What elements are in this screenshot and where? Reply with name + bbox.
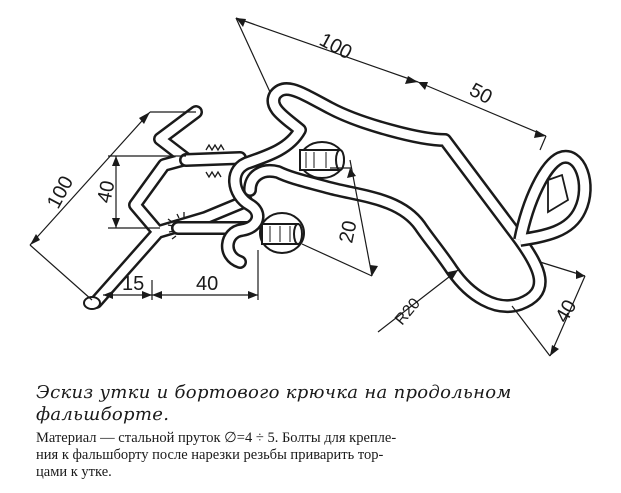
dim-100-left: 100 [43,173,78,213]
figure-title: Эскиз утки и бортового крючка на продоль… [36,382,608,426]
dimension-arrows [30,18,585,356]
weld-mark-lower [167,212,185,240]
caption-line-1: Материал — стальной пруток ∅=4 ÷ 5. Болт… [36,430,397,446]
dim-40-left: 40 [93,179,119,205]
dim-15: 15 [122,273,144,295]
dimension-lines [29,17,586,357]
dim-100-top: 100 [316,29,356,64]
caption-line-2: ния к фальшборту после нарезки резьбы пр… [36,447,384,463]
cleat-rod-end [83,296,101,310]
bolt-lower [259,212,305,254]
figure-title-line-1: Эскиз утки и бортового крючка на продоль… [36,382,512,403]
cleat [83,105,255,310]
dim-40-bottom: 40 [196,273,218,295]
caption-line-3: цами к утке. [36,464,112,480]
figure-caption: Материал — стальной пруток ∅=4 ÷ 5. Болт… [36,430,616,481]
bolt-upper [299,141,345,179]
weld-mark-upper [205,143,225,179]
bulwark-hook [220,82,592,314]
sketch-drawing: 100 40 15 40 100 50 20 R20 40 [29,17,592,357]
figure-title-line-2: фальшборте. [36,404,170,425]
dim-40-right: 40 [551,296,581,326]
dim-20: 20 [335,219,361,245]
